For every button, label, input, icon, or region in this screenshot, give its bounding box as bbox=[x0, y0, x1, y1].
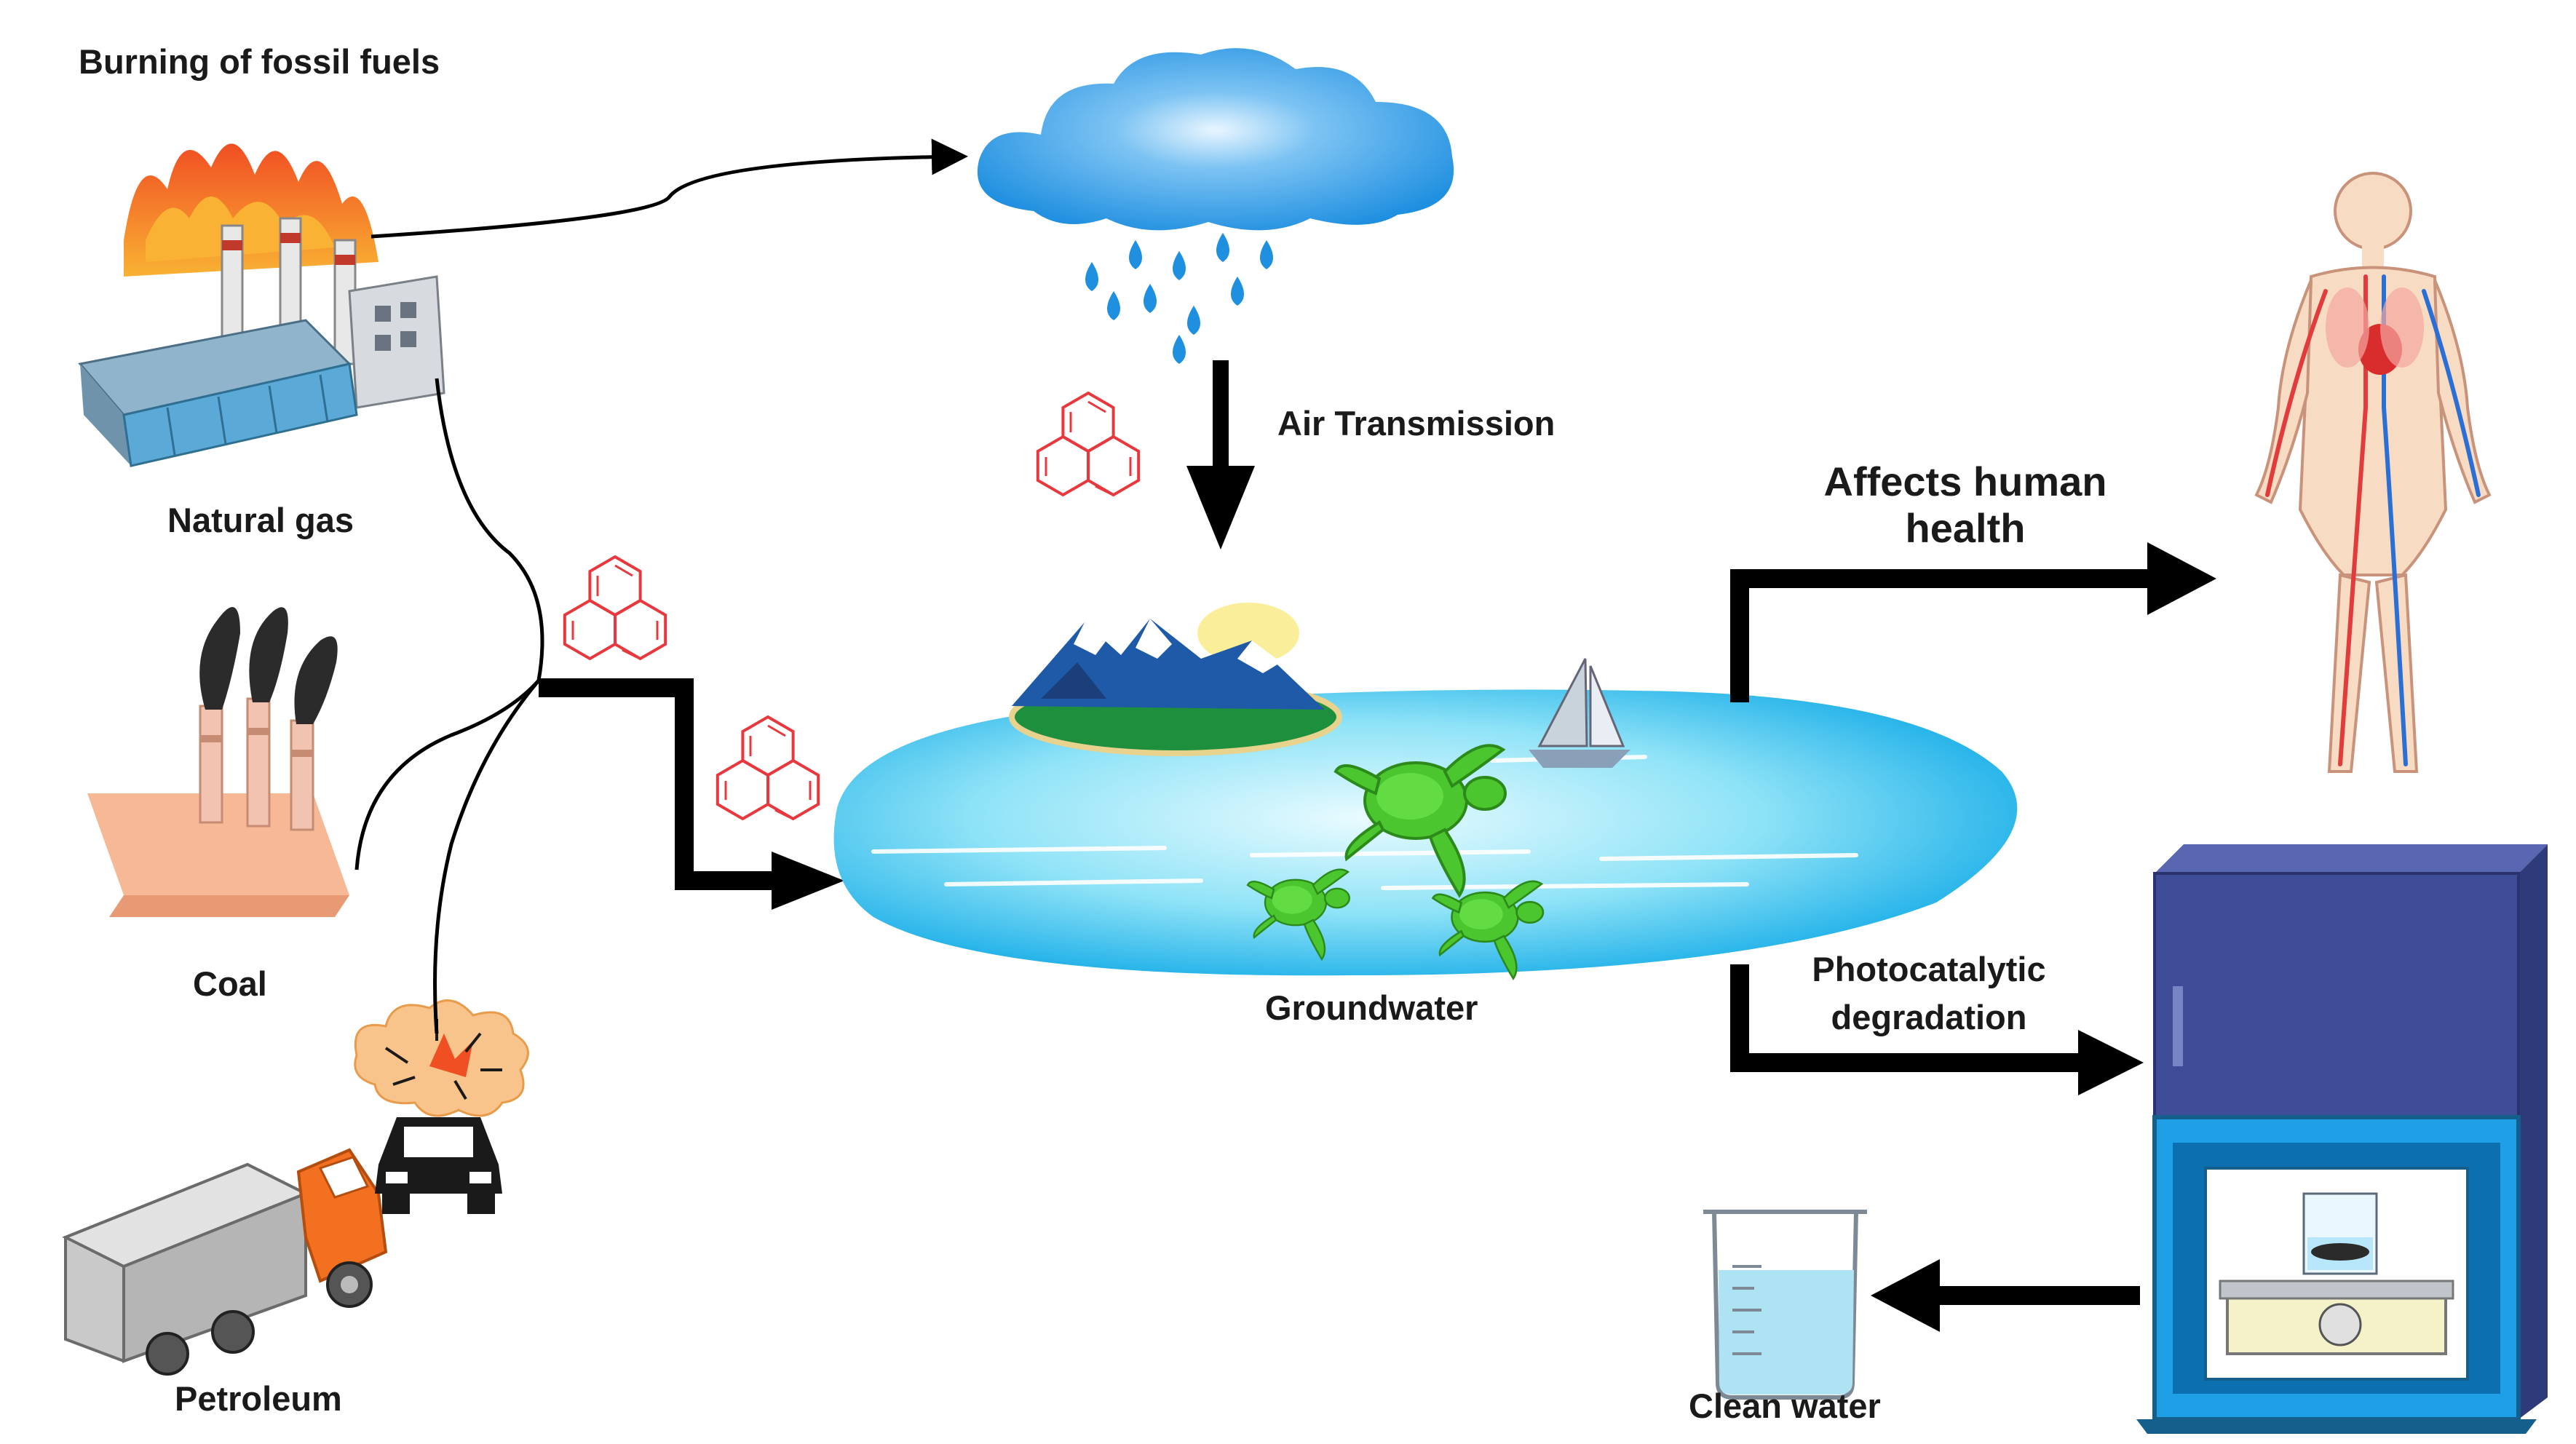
petroleum-label: Petroleum bbox=[175, 1379, 342, 1418]
source-to-groundwater-arrow bbox=[539, 678, 844, 910]
sun-icon bbox=[1197, 603, 1299, 664]
affects-health-line-2: health bbox=[1905, 505, 2026, 552]
clean-water-label: Clean water bbox=[1689, 1387, 1881, 1425]
diagram-title: Burning of fossil fuels bbox=[79, 42, 440, 81]
affects-health-label: Affects human health bbox=[1798, 459, 2133, 552]
photocatalytic-line-1: Photocatalytic bbox=[1812, 950, 2046, 988]
groundwater-label: Groundwater bbox=[1265, 988, 1478, 1027]
fuel-truck-icon bbox=[62, 1148, 388, 1376]
coal-chimney-icon bbox=[87, 607, 349, 917]
factory-icon bbox=[78, 143, 445, 467]
explosion-icon bbox=[354, 999, 529, 1117]
coal-label: Coal bbox=[193, 964, 267, 1003]
human-anatomy-icon bbox=[2254, 172, 2492, 773]
air-transmission-arrow bbox=[1186, 360, 1255, 550]
affects-health-line-1: Affects human bbox=[1823, 459, 2107, 504]
photocatalytic-arrow bbox=[1730, 964, 2144, 1095]
photocatalytic-line-2: degradation bbox=[1831, 998, 2027, 1037]
beaker-icon bbox=[1703, 1210, 1867, 1400]
natural-gas-label: Natural gas bbox=[167, 501, 354, 539]
health-arrow bbox=[1730, 542, 2216, 702]
photocatalytic-label: Photocatalytic degradation bbox=[1791, 950, 2067, 1037]
sailboat-icon bbox=[1529, 658, 1630, 768]
clean-water-arrow bbox=[1871, 1259, 2140, 1332]
source-connector-lines bbox=[354, 138, 968, 1034]
air-transmission-label: Air Transmission bbox=[1277, 404, 1555, 443]
photoreactor-icon bbox=[2136, 844, 2548, 1434]
car-icon bbox=[375, 1117, 502, 1214]
rain-cloud-icon bbox=[977, 48, 1454, 364]
island-icon bbox=[1009, 619, 1342, 756]
